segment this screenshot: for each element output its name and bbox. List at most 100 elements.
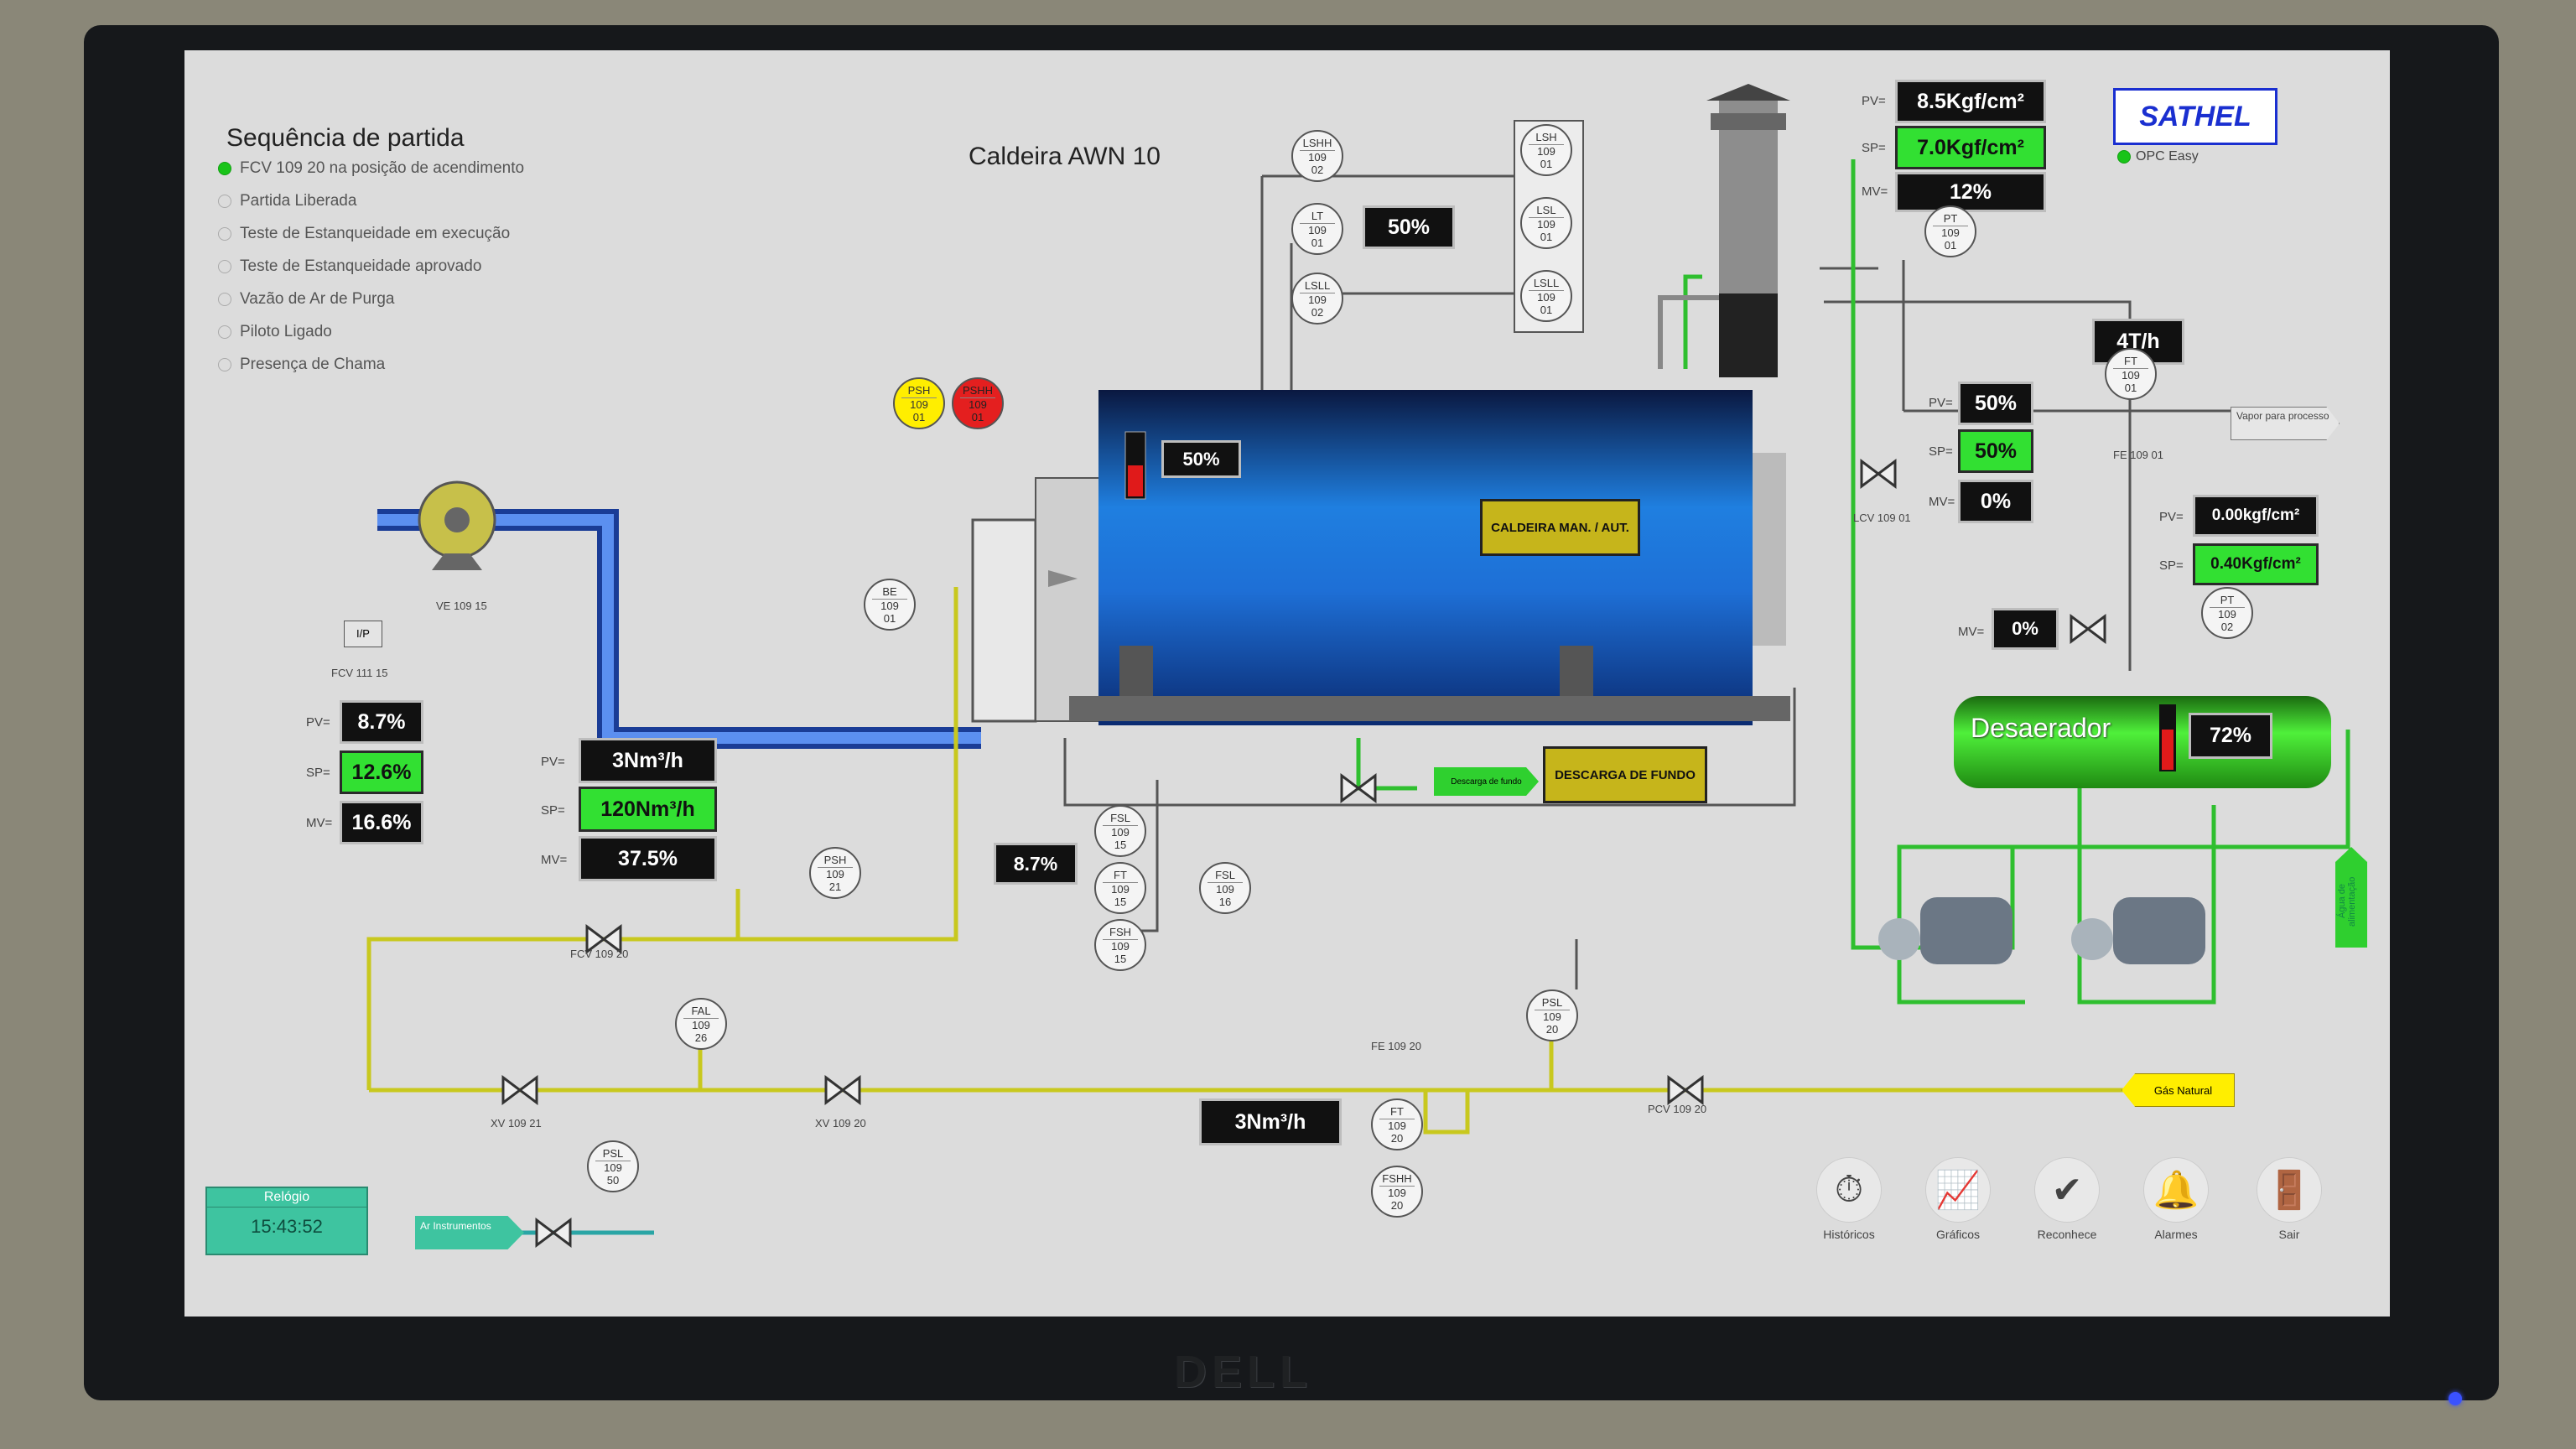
sequence-item-label: Piloto Ligado xyxy=(240,323,332,340)
ip-converter: I/P xyxy=(344,621,382,647)
alarm-icon: 🔔 xyxy=(2143,1157,2209,1223)
status-led-icon xyxy=(218,260,231,273)
deaerator-mv-label: MV= xyxy=(1958,625,1985,639)
clock-time: 15:43:52 xyxy=(251,1216,323,1237)
gas-sp-label: SP= xyxy=(541,803,565,818)
pcv-10920-tag: PCV 109 20 xyxy=(1648,1103,1707,1115)
steam-pressure-sp[interactable]: 7.0Kgf/cm² xyxy=(1895,126,2046,169)
nav-button-sair[interactable]: 🚪Sair xyxy=(2251,1157,2327,1241)
gas-pv-label: PV= xyxy=(541,755,565,769)
chart-icon: 📈 xyxy=(1925,1157,1991,1223)
level-sp-label: SP= xyxy=(1929,444,1953,459)
fcv-10920-tag: FCV 109 20 xyxy=(570,948,629,960)
gas-total-flow-value: 3Nm³/h xyxy=(1199,1098,1342,1145)
steam-mv-label: MV= xyxy=(1862,184,1888,199)
gas-flow-pv: 3Nm³/h xyxy=(579,738,717,783)
lcv-tag: LCV 109 01 xyxy=(1853,512,1911,524)
level-mv: 0% xyxy=(1958,480,2033,523)
nav-button-gráficos[interactable]: 📈Gráficos xyxy=(1920,1157,1996,1241)
deaerator-level-value: 72% xyxy=(2189,713,2272,759)
steam-pressure-mv: 12% xyxy=(1895,172,2046,212)
gas-mv-label: MV= xyxy=(541,853,568,867)
gas-flow-mv: 37.5% xyxy=(579,836,717,881)
nav-button-label: Históricos xyxy=(1823,1228,1875,1241)
monitor-logo: DELL xyxy=(1174,1347,1312,1397)
status-led-icon xyxy=(218,293,231,306)
xv-10920-tag: XV 109 20 xyxy=(815,1117,866,1130)
sequence-item-label: Partida Liberada xyxy=(240,192,357,210)
status-led-icon xyxy=(218,227,231,241)
air-damper-sp[interactable]: 12.6% xyxy=(340,750,423,794)
sequence-item-label: Teste de Estanqueidade em execução xyxy=(240,225,511,242)
opc-status: OPC Easy xyxy=(2117,149,2199,164)
status-led-icon xyxy=(218,325,231,339)
sequence-item: Teste de Estanqueidade em execução xyxy=(218,225,524,243)
steam-output-arrow: Vapor para processo xyxy=(2231,407,2340,440)
sequence-item: Teste de Estanqueidade aprovado xyxy=(218,257,524,276)
sequence-item: FCV 109 20 na posição de acendimento xyxy=(218,159,524,178)
fe-10920-tag: FE 109 20 xyxy=(1371,1040,1421,1052)
air-pv-label: PV= xyxy=(306,715,330,730)
status-led-icon xyxy=(218,195,231,208)
feedwater-label: Água de alimentação xyxy=(2337,876,2357,927)
air-damper-pv: 8.7% xyxy=(340,700,423,744)
sequence-item: Partida Liberada xyxy=(218,192,524,210)
deaerator-pv-label: PV= xyxy=(2159,510,2184,524)
power-led-icon xyxy=(2449,1392,2462,1405)
sequence-item: Vazão de Ar de Purga xyxy=(218,290,524,309)
page-title: Caldeira AWN 10 xyxy=(969,143,1161,170)
sequence-item: Piloto Ligado xyxy=(218,323,524,341)
boiler-mode-button[interactable]: CALDEIRA MAN. / AUT. xyxy=(1480,499,1640,556)
level-mv-label: MV= xyxy=(1929,495,1955,509)
history-icon: ⏱ xyxy=(1816,1157,1882,1223)
sequence-item-label: Presença de Chama xyxy=(240,356,386,373)
hmi-screen: Sequência de partida FCV 109 20 na posiç… xyxy=(184,50,2390,1317)
air-damper-mv: 16.6% xyxy=(340,801,423,844)
level-sp[interactable]: 50% xyxy=(1958,429,2033,473)
air-mv-label: MV= xyxy=(306,816,333,830)
bottom-blowdown-button[interactable]: DESCARGA DE FUNDO xyxy=(1543,746,1707,803)
sequence-item-label: Teste de Estanqueidade aprovado xyxy=(240,257,482,275)
nav-button-históricos[interactable]: ⏱ Históricos xyxy=(1811,1157,1887,1241)
opc-status-icon xyxy=(2117,150,2131,164)
sequence-item: Presença de Chama xyxy=(218,356,524,374)
air-sp-label: SP= xyxy=(306,766,330,780)
deaerator-pressure-sp[interactable]: 0.40Kgf/cm² xyxy=(2193,543,2319,585)
deaerator-mv: 0% xyxy=(1992,608,2059,650)
lt-level-value: 50% xyxy=(1363,205,1455,249)
sight-glass-value: 50% xyxy=(1161,440,1241,478)
nav-button-label: Sair xyxy=(2278,1228,2300,1241)
nav-button-reconhece[interactable]: ✔Reconhece xyxy=(2029,1157,2105,1241)
gas-flow-sp[interactable]: 120Nm³/h xyxy=(579,787,717,832)
steam-pressure-pv: 8.5Kgf/cm² xyxy=(1895,80,2046,123)
nav-button-alarmes[interactable]: 🔔 Alarmes xyxy=(2138,1157,2214,1241)
clock-panel: Relógio 15:43:52 xyxy=(205,1187,368,1255)
fan-tag: VE 109 15 xyxy=(436,600,487,612)
sequence-title: Sequência de partida xyxy=(226,124,465,152)
air-flow-value: 8.7% xyxy=(994,843,1078,885)
nav-button-label: Alarmes xyxy=(2154,1228,2198,1241)
steam-sp-label: SP= xyxy=(1862,141,1886,155)
